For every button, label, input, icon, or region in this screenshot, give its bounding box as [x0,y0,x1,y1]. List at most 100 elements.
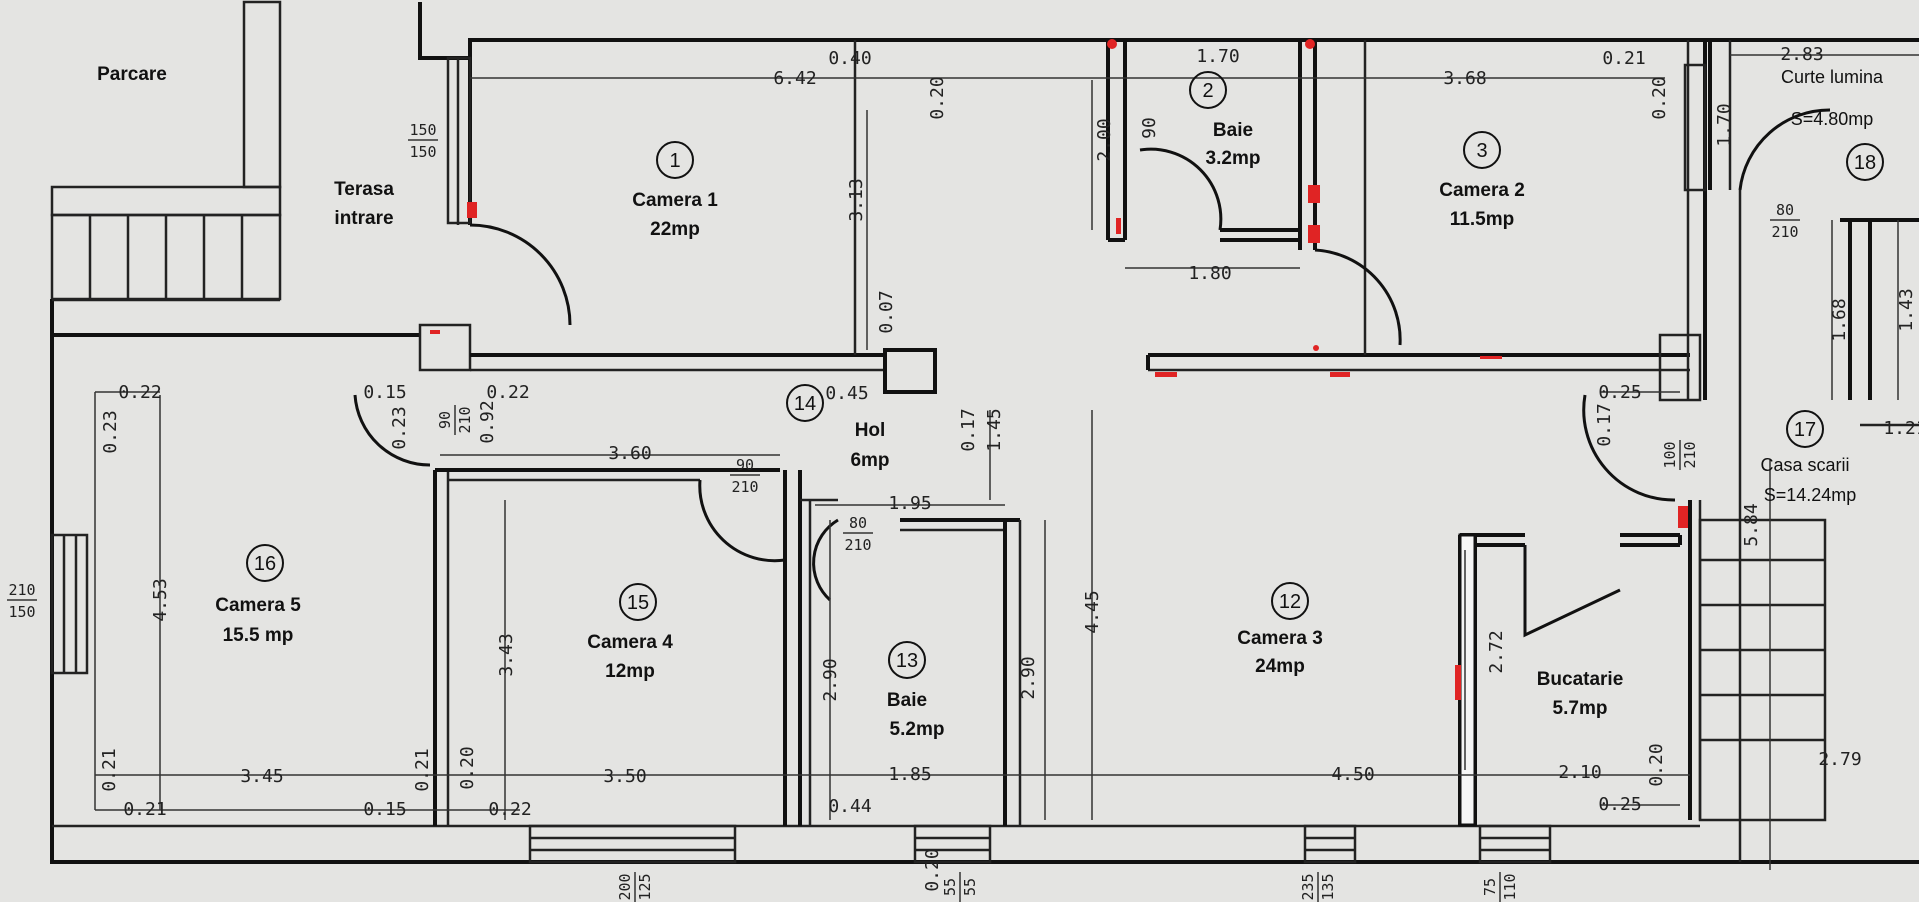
room-name-casa: Casa scarii [1760,455,1849,475]
room-area-bucatarie: 5.7mp [1553,698,1608,719]
room-name-bucatarie: Bucatarie [1537,669,1624,690]
room-name-camera3: Camera 3 [1237,628,1323,649]
room-number-18: 18 [1854,152,1876,174]
dim-label: 2.72 [1486,630,1507,673]
room-area-casa: S=14.24mp [1764,485,1857,505]
opening-fraction: 235 135 [1299,872,1337,902]
dim-label: 4.45 [1082,590,1103,633]
room-number-circles [246,71,1884,679]
fraction-bottom: 210 [456,406,474,433]
room-name-curte: Curte lumina [1781,67,1884,87]
fraction-top: 210 [8,581,35,599]
room-area-camera1: 22mp [650,219,700,240]
dim-label: 1.80 [1188,263,1231,284]
dim-label: 0.20 [927,76,948,119]
fraction-bottom: 150 [409,143,436,161]
dim-label: 0.92 [477,400,498,443]
room-number-3: 3 [1476,140,1487,162]
dim-label: 0.45 [825,383,868,404]
room-name-camera2: Camera 2 [1439,180,1525,201]
dim-label: 0.15 [363,799,406,820]
room-area-camera5: 15.5 mp [223,625,294,646]
fraction-top: 80 [1776,201,1794,219]
dim-label: 0.15 [363,382,406,403]
dim-label: 0.44 [828,796,871,817]
dim-label: 0.20 [1649,76,1670,119]
dim-label: 1.45 [984,408,1005,451]
fraction-top: 90 [736,456,754,474]
dim-label: 0.20 [1646,743,1667,786]
fraction-top: 80 [849,514,867,532]
dim-label: 3.13 [846,178,867,221]
fraction-top: 150 [409,121,436,139]
room-name-camera5: Camera 5 [215,595,301,616]
fraction-top: 90 [436,411,454,429]
room-name-camera1: Camera 1 [632,190,718,211]
room-number-12: 12 [1279,591,1301,613]
dim-label: 0.25 [1598,794,1641,815]
room-number-1: 1 [669,150,680,172]
fraction-bottom: 210 [1681,441,1699,468]
dim-label: 1.70 [1714,103,1735,146]
fraction-top: 200 [616,873,634,900]
terrace-label-1: Terasa [334,179,394,200]
room-area-curte: S=4.80mp [1791,109,1874,129]
room-number-17: 17 [1794,419,1816,441]
dim-label: 3.50 [603,766,646,787]
fraction-bottom: 210 [731,478,758,496]
parking-stairs [50,0,282,301]
dim-label: 2.00 [1094,118,1115,161]
dim-label: 2.90 [1018,656,1039,699]
opening-fraction: 100 210 [1661,440,1699,470]
opening-fraction: 80 210 [1770,201,1800,241]
dim-label: 0.22 [118,382,161,403]
room-name-baie13: Baie [887,690,927,711]
dim-label: 0.21 [1602,48,1645,69]
opening-fraction: 210 150 [7,581,37,621]
fraction-bottom: 110 [1501,873,1519,900]
room-area-camera4: 12mp [605,661,655,682]
dim-label: 2.10 [1558,762,1601,783]
room-area-baie2: 3.2mp [1206,148,1261,169]
room-number-16: 16 [254,553,276,575]
room-name-hol: Hol [855,420,886,441]
doors [353,108,1831,638]
room-number-14: 14 [794,393,816,415]
room-number-13: 13 [896,650,918,672]
fraction-top: 100 [1661,441,1679,468]
fraction-top: 55 [941,878,959,896]
fraction-top: 75 [1481,878,1499,896]
dim-label: 2.83 [1780,44,1823,65]
room-area-baie13: 5.2mp [890,719,945,740]
dim-label: 1.43 [1896,288,1917,331]
dim-label: 0.23 [100,410,121,453]
dim-label: 5.84 [1741,503,1762,546]
fraction-bottom: 135 [1319,873,1337,900]
dim-label: 1.70 [1196,46,1239,67]
dim-label: 3.43 [496,633,517,676]
dimension-lines [94,54,1919,870]
opening-fraction: 90 210 [730,456,760,496]
dim-label: 0.17 [958,408,979,451]
dim-label: 1.68 [1829,298,1850,341]
dim-label: 0.20 [457,746,478,789]
opening-fraction: 75 110 [1481,872,1519,902]
room-number-2: 2 [1202,80,1213,102]
fraction-bottom: 210 [844,536,871,554]
room-number-15: 15 [627,592,649,614]
dim-label: 0.07 [876,290,897,333]
dim-label: 0.21 [412,748,433,791]
fraction-bottom: 210 [1771,223,1798,241]
outer-walls [50,2,1919,864]
dim-label: 6.42 [773,68,816,89]
dim-label: 0.23 [389,406,410,449]
dim-label: 4.50 [1331,764,1374,785]
dim-label: 3.68 [1443,68,1486,89]
dim-label: 2.79 [1818,749,1861,770]
room-area-camera3: 24mp [1255,656,1305,677]
dim-label: 3.45 [240,766,283,787]
red-markers [430,39,1688,700]
dim-label: 4.53 [150,578,171,621]
fraction-bottom: 125 [636,873,654,900]
